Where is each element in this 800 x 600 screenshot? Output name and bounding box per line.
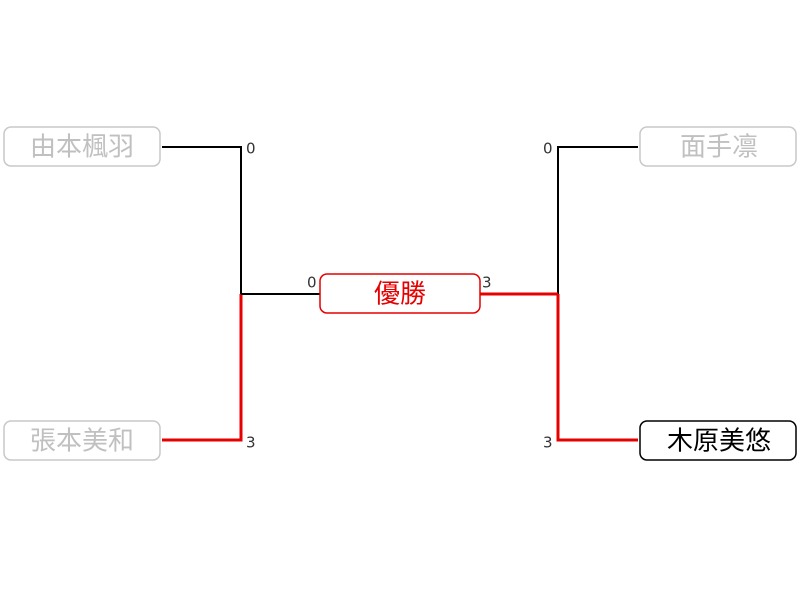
left-top-connector: [162, 146, 242, 294]
champion-label: 優勝: [374, 280, 426, 310]
right-bracket-lines: [480, 146, 638, 442]
right-bottom-connector: [556, 294, 638, 442]
score-left-top: 0: [246, 140, 256, 158]
player-name: 面手凛: [680, 133, 758, 163]
score-right-final: 3: [482, 274, 492, 292]
score-left-final: 0: [307, 274, 317, 292]
right-top-connector: [557, 146, 638, 294]
player-name: 由本楓羽: [30, 133, 134, 163]
player-right-bottom: 木原美悠: [639, 420, 797, 461]
player-right-top: 面手凛: [639, 126, 797, 167]
score-right-bottom: 3: [543, 434, 553, 452]
left-bracket-lines: [162, 146, 320, 442]
score-left-bottom: 3: [246, 434, 256, 452]
player-left-bottom: 張本美和: [3, 420, 161, 461]
player-left-top: 由本楓羽: [3, 126, 161, 167]
player-name: 木原美悠: [667, 427, 771, 457]
player-name: 張本美和: [30, 427, 134, 457]
left-bottom-connector: [162, 294, 243, 442]
score-right-top: 0: [543, 140, 553, 158]
champion-box: 優勝: [319, 273, 481, 314]
